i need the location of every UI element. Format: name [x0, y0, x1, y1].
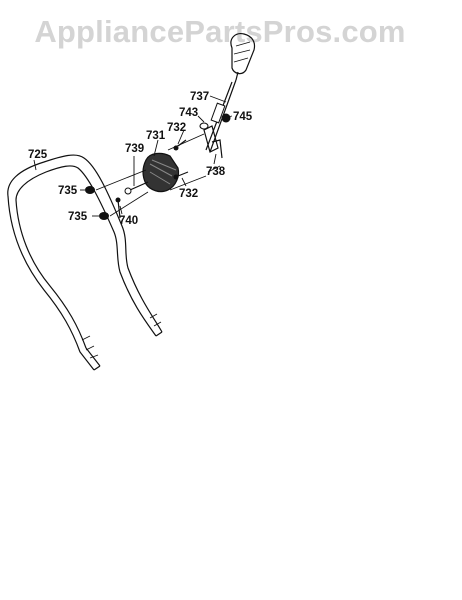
handle-left-leg-outer: [7, 195, 95, 371]
callout-740: 740: [119, 215, 138, 227]
callout-745: 745: [233, 111, 253, 123]
handle-bolt: [115, 197, 121, 219]
bracket-plate: [142, 152, 180, 193]
rod-washer: [199, 122, 209, 130]
callout-743: 743: [179, 107, 198, 119]
bracket-screw: [124, 181, 149, 195]
watermark-logo: AppliancePartsPros.com: [34, 14, 406, 49]
handle-right-end: [155, 331, 163, 337]
handle-left-end: [93, 365, 101, 371]
handle-nut-lower: [99, 212, 109, 220]
callout-738: 738: [206, 166, 226, 178]
handle-nut-upper: [85, 186, 95, 194]
bracket-bolt-lower: [173, 171, 189, 180]
handle-left-leg-inner: [15, 199, 101, 367]
callout-731: 731: [146, 130, 166, 142]
handle-tube-inner: [15, 165, 157, 337]
shift-knob: [230, 33, 256, 81]
assembly-lines: [95, 133, 221, 217]
rod-guide: [203, 125, 223, 159]
callout-725: 725: [28, 149, 48, 161]
callout-leaders: [33, 95, 233, 217]
handle-tube-outer: [7, 154, 163, 333]
handle-hatching: [81, 313, 162, 359]
callout-732-upper: 732: [167, 122, 186, 134]
callout-735-upper: 735: [58, 185, 78, 197]
callout-739: 739: [125, 143, 144, 155]
callout-737: 737: [190, 91, 209, 103]
callout-732-lower: 732: [179, 188, 198, 200]
callout-735-lower: 735: [68, 211, 88, 223]
shift-rod: [205, 79, 237, 153]
rod-nut: [221, 113, 231, 123]
